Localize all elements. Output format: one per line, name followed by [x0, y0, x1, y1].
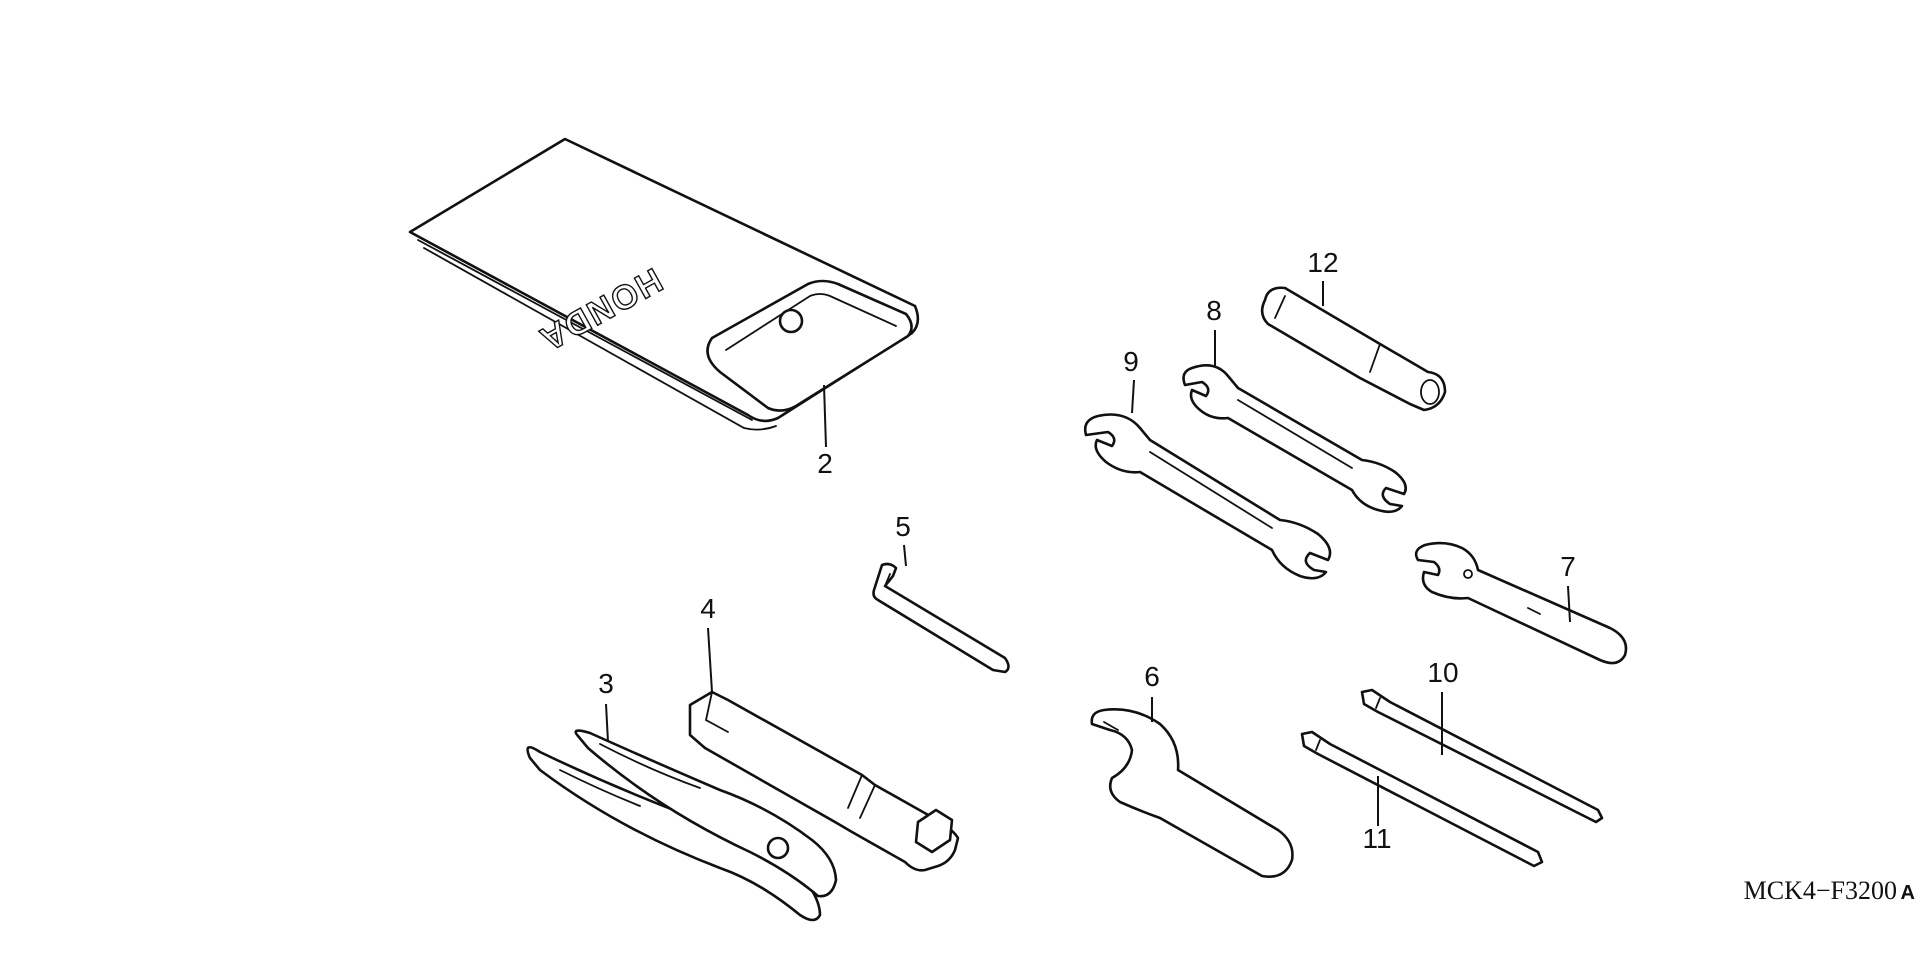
callout-8: 8 [1206, 295, 1222, 326]
double-wrench-lower [1083, 413, 1332, 580]
callout-5: 5 [895, 511, 911, 542]
callout-7: 7 [1560, 551, 1576, 582]
screwdriver-phillips [1360, 688, 1604, 824]
screwdriver-flat [1300, 730, 1544, 868]
pliers [526, 729, 838, 922]
diagram-code-suffix: A [1901, 882, 1915, 904]
double-wrench-upper [1182, 364, 1407, 514]
callout-11: 11 [1362, 823, 1391, 854]
pin-spanner [1090, 708, 1294, 878]
socket-handle [1260, 286, 1447, 412]
tool-pouch: HONDA [408, 137, 920, 431]
callout-12: 12 [1307, 247, 1338, 278]
spark-plug-wrench [688, 690, 960, 872]
callout-3: 3 [598, 668, 614, 699]
diagram-code-main: MCK4−F3200 [1744, 876, 1897, 905]
callout-2: 2 [817, 448, 833, 479]
callout-4: 4 [700, 593, 716, 624]
callout-10: 10 [1427, 657, 1458, 688]
callout-6: 6 [1144, 661, 1160, 692]
callout-labels: 2 3 4 5 6 7 8 9 10 11 12 [598, 247, 1576, 854]
diagram-code: MCK4−F3200 A [1744, 876, 1915, 905]
leader-lines [605, 281, 1571, 826]
open-end-wrench-small [1414, 541, 1628, 665]
callout-9: 9 [1123, 346, 1139, 377]
hex-wrench [872, 562, 1010, 674]
